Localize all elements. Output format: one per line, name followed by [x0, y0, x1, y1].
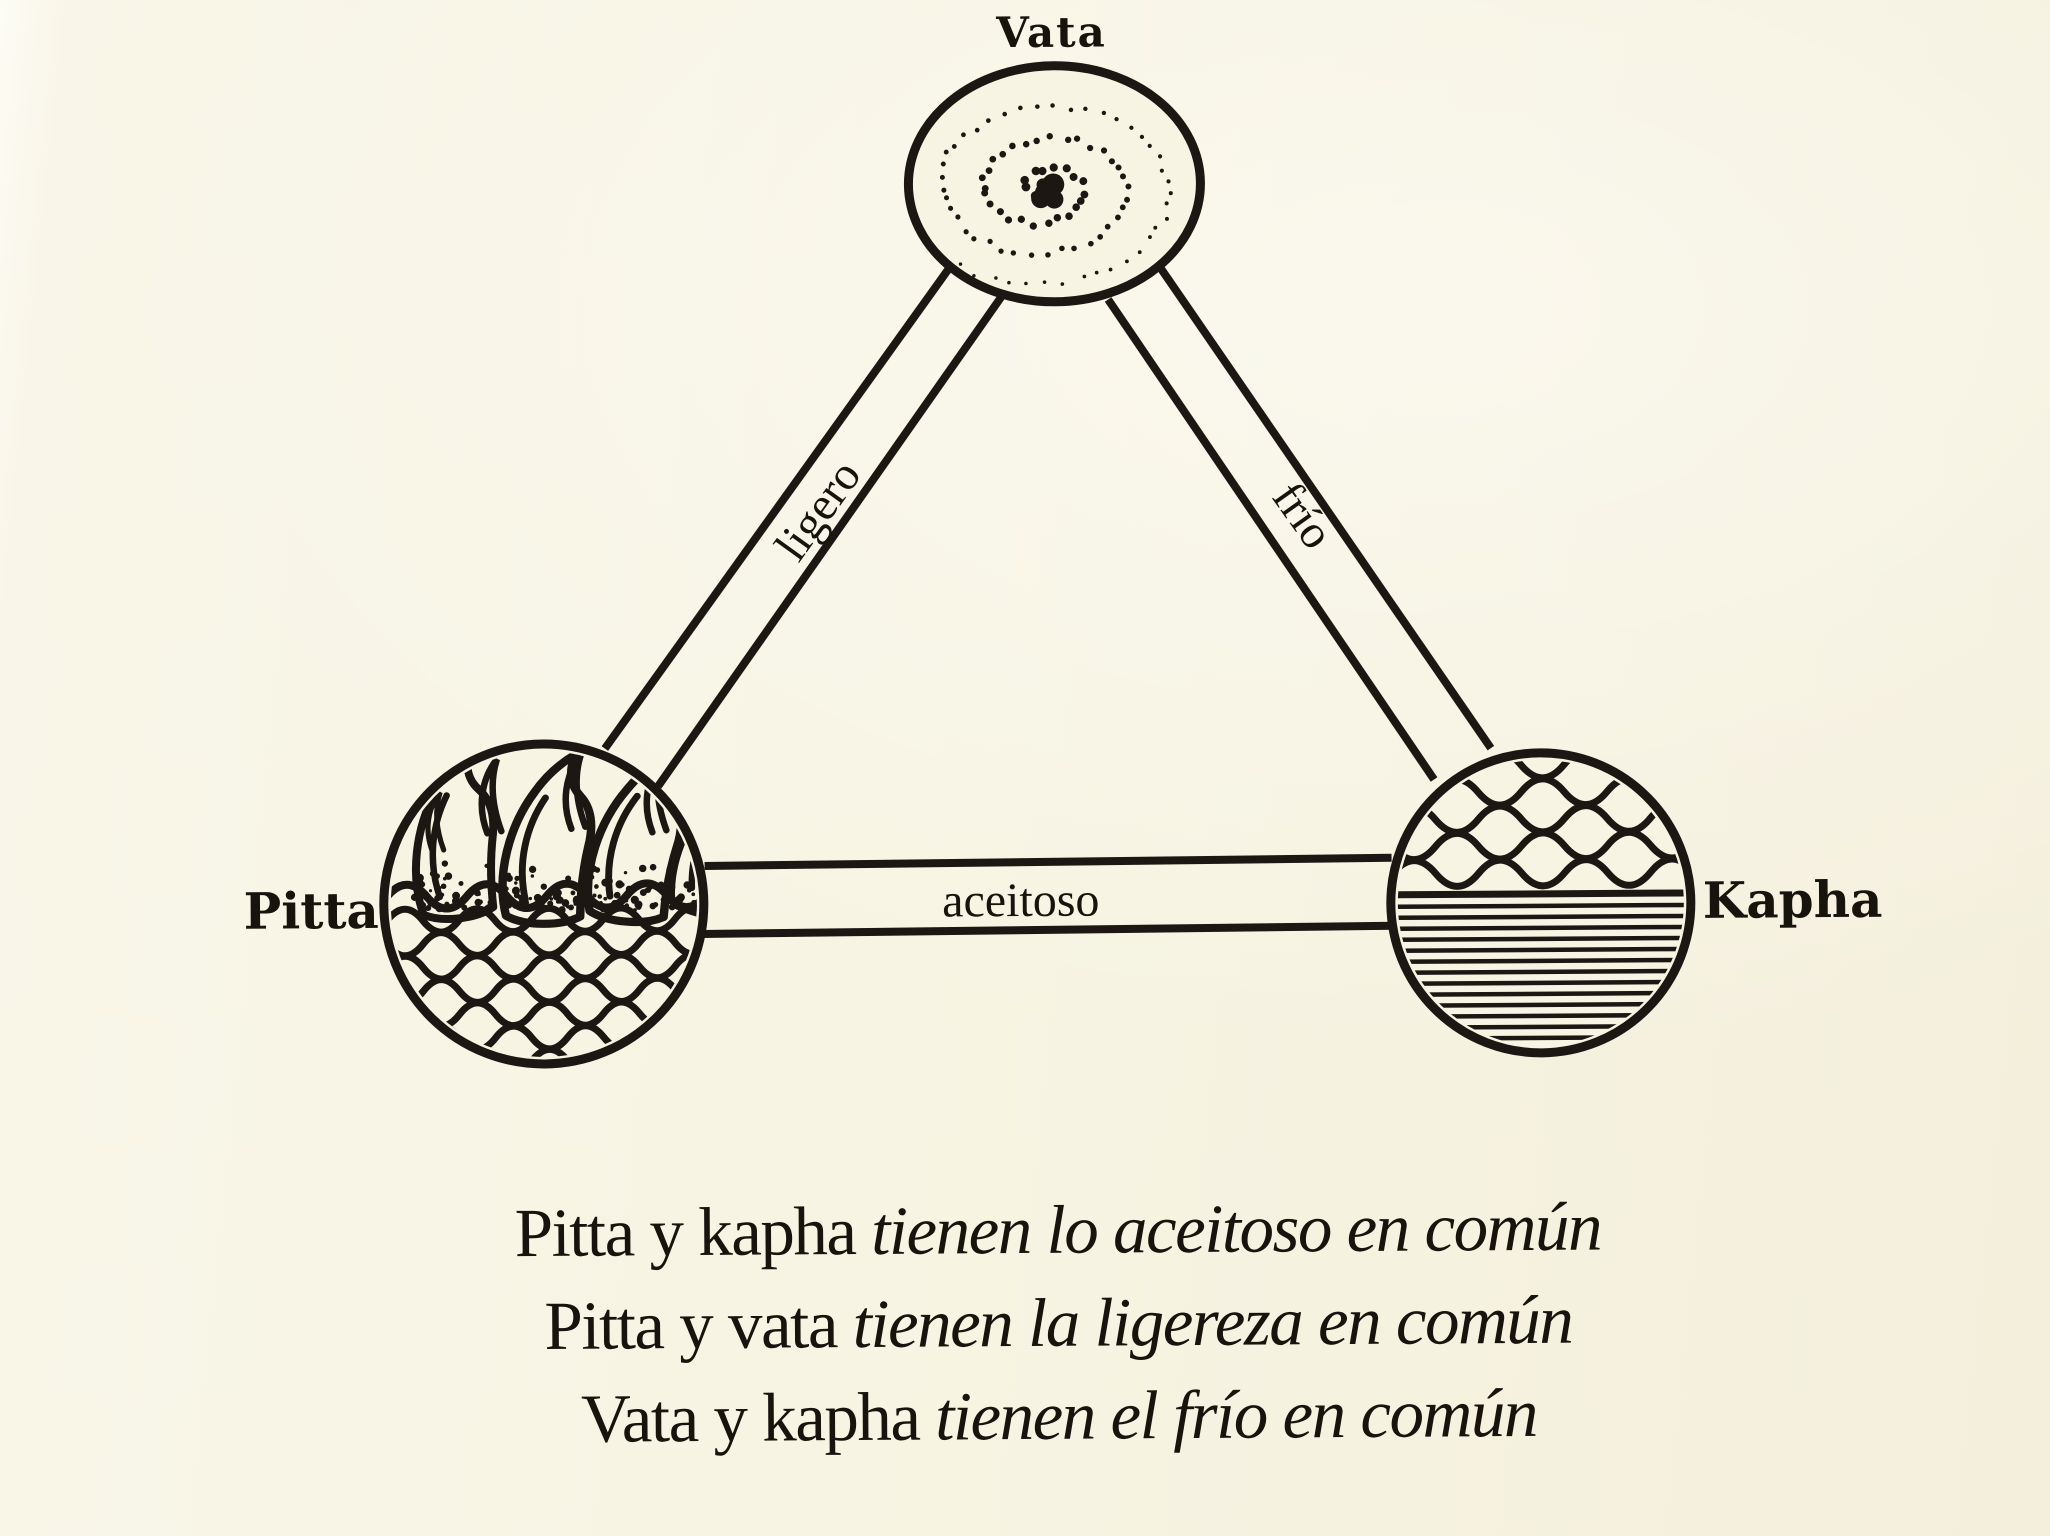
caption-1-regular: Pitta y kapha [514, 1192, 872, 1272]
kapha-label: Kapha [1703, 870, 1883, 930]
edge-pitta-kapha [700, 853, 1395, 938]
caption-line-3: Vata y kapha tienen el frío en común [64, 1364, 2050, 1469]
pitta-label: Pitta [243, 881, 379, 941]
caption-2-italic: tienen la ligereza en común [852, 1281, 1573, 1363]
caption-2-regular: Pitta y vata [544, 1286, 853, 1364]
pitta-node: Pitta [243, 739, 709, 1069]
vata-label: Vata [995, 7, 1107, 57]
vata-node: Vata [903, 7, 1205, 307]
edge-pitta-vata [601, 266, 1005, 789]
caption-3-regular: Vata y kapha [580, 1378, 936, 1457]
kapha-node: Kapha [1386, 748, 1883, 1058]
triangle-edges [601, 264, 1495, 938]
caption-3-italic: tienen el frío en común [934, 1374, 1538, 1455]
caption-1-italic: tienen lo aceitoso en común [870, 1188, 1602, 1269]
edge-vata-kapha [1104, 264, 1495, 782]
kapha-circle [1386, 748, 1696, 1058]
figure-caption: Pitta y kapha tienen lo aceitoso en comú… [63, 1178, 2050, 1469]
vata-swirl-pattern [930, 103, 1173, 286]
pitta-circle [379, 739, 709, 1069]
kapha-horizontal-lines [1396, 889, 1685, 1047]
caption-line-2: Pitta y vata tienen la ligereza en común [63, 1271, 2050, 1376]
caption-line-1: Pitta y kapha tienen lo aceitoso en comú… [63, 1178, 2050, 1283]
edge-label-aceitoso: aceitoso [942, 874, 1100, 928]
